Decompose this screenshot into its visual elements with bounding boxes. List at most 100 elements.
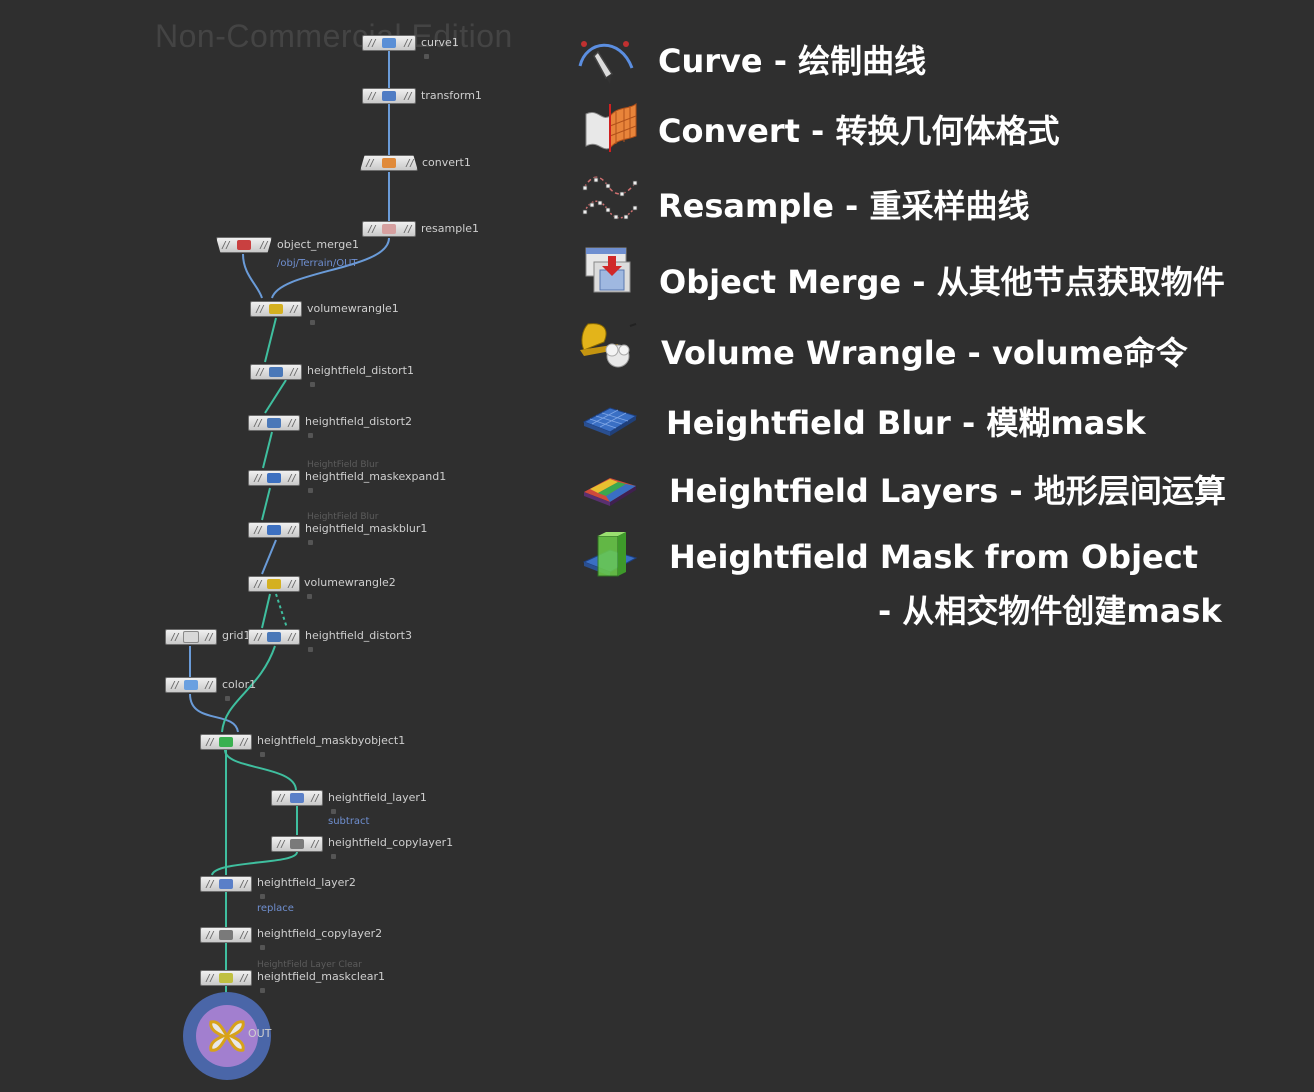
node-convert1[interactable]: // // xyxy=(360,155,418,171)
node-label-grid1: grid1 xyxy=(222,629,251,642)
copylayer-node-icon xyxy=(290,839,304,849)
wire xyxy=(221,645,276,733)
display-flag[interactable]: // xyxy=(309,792,320,804)
wire xyxy=(211,851,298,876)
node-sublabel-maskexpand1: HeightField Blur xyxy=(307,460,379,470)
display-flag[interactable]: // xyxy=(238,878,249,890)
node-curve1[interactable]: // // xyxy=(362,35,416,51)
bypass-flag[interactable]: // xyxy=(253,524,263,536)
color-node-icon xyxy=(184,680,198,690)
heightfield-layers-icon xyxy=(584,478,636,506)
wire xyxy=(261,539,277,575)
node-heightfield-maskblur1[interactable]: // // xyxy=(248,522,300,538)
null-x-icon xyxy=(209,1020,245,1052)
bypass-flag[interactable]: // xyxy=(253,631,263,643)
node-heightfield-layer1[interactable]: // // xyxy=(271,790,323,806)
lock-icon xyxy=(260,752,265,757)
node-heightfield-maskclear1[interactable]: // // xyxy=(200,970,252,986)
node-heightfield-copylayer2[interactable]: // // xyxy=(200,927,252,943)
display-flag[interactable]: // xyxy=(238,736,249,748)
display-flag[interactable]: // xyxy=(203,631,214,643)
bypass-flag[interactable]: // xyxy=(205,929,215,941)
bypass-flag[interactable]: // xyxy=(205,736,215,748)
bypass-flag[interactable]: // xyxy=(253,417,263,429)
node-grid1[interactable]: // // xyxy=(165,629,217,645)
curve-icon xyxy=(578,41,634,84)
node-label-heightfield-copylayer1: heightfield_copylayer1 xyxy=(328,836,454,849)
legend-heightfield-layers: Heightfield Layers - 地形层间运算 xyxy=(669,472,1226,510)
node-heightfield-distort2[interactable]: // // xyxy=(248,415,300,431)
bypass-flag[interactable]: // xyxy=(205,878,215,890)
display-flag[interactable]: // xyxy=(404,157,415,169)
display-flag[interactable]: // xyxy=(238,929,249,941)
display-flag[interactable]: // xyxy=(286,472,297,484)
node-heightfield-distort1[interactable]: // // xyxy=(250,364,302,380)
convert-node-icon xyxy=(382,158,396,168)
lock-icon xyxy=(310,320,315,325)
node-out[interactable] xyxy=(183,992,271,1080)
node-label-heightfield-maskclear1: heightfield_maskclear1 xyxy=(257,970,385,983)
bypass-flag[interactable]: // xyxy=(276,792,286,804)
wire xyxy=(262,431,273,469)
heightfield-blur-node-icon xyxy=(267,525,281,535)
display-flag[interactable]: // xyxy=(258,239,269,251)
node-transform1[interactable]: // // xyxy=(362,88,416,104)
node-label-heightfield-layer1: heightfield_layer1 xyxy=(328,791,427,804)
node-wires xyxy=(189,51,390,1005)
node-volumewrangle1[interactable]: // // xyxy=(250,301,302,317)
wire xyxy=(275,593,288,629)
display-flag[interactable]: // xyxy=(402,37,413,49)
legend-heightfield-mask-object-desc: - 从相交物件创建mask xyxy=(878,592,1222,630)
bypass-flag[interactable]: // xyxy=(170,631,180,643)
node-color1[interactable]: // // xyxy=(165,677,217,693)
bypass-flag[interactable]: // xyxy=(205,972,215,984)
node-label-resample1: resample1 xyxy=(421,222,480,235)
wire xyxy=(224,749,297,791)
resample-node-icon xyxy=(382,224,396,234)
transform-node-icon xyxy=(382,91,396,101)
bypass-flag[interactable]: // xyxy=(253,472,263,484)
bypass-flag[interactable]: // xyxy=(221,239,231,251)
heightfield-blur-icon xyxy=(582,407,638,436)
bypass-flag[interactable]: // xyxy=(276,838,286,850)
display-flag[interactable]: // xyxy=(402,90,413,102)
node-label-volumewrangle1: volumewrangle1 xyxy=(307,302,399,315)
bypass-flag[interactable]: // xyxy=(255,366,265,378)
lock-icon xyxy=(308,433,313,438)
node-volumewrangle2[interactable]: // // xyxy=(248,576,300,592)
heightfield-blur-node-icon xyxy=(267,473,281,483)
node-label-curve1: curve1 xyxy=(421,36,459,49)
display-flag[interactable]: // xyxy=(203,679,214,691)
display-flag[interactable]: // xyxy=(288,366,299,378)
bypass-flag[interactable]: // xyxy=(367,223,377,235)
node-heightfield-maskexpand1[interactable]: // // xyxy=(248,470,300,486)
display-flag[interactable]: // xyxy=(288,303,299,315)
node-heightfield-copylayer1[interactable]: // // xyxy=(271,836,323,852)
bypass-flag[interactable]: // xyxy=(367,90,377,102)
display-flag[interactable]: // xyxy=(402,223,413,235)
node-heightfield-layer2[interactable]: // // xyxy=(200,876,252,892)
bypass-flag[interactable]: // xyxy=(253,578,263,590)
node-label-transform1: transform1 xyxy=(421,89,482,102)
display-flag[interactable]: // xyxy=(309,838,320,850)
maskclear-node-icon xyxy=(219,973,233,983)
node-graph[interactable]: Non-Commercial Edition xyxy=(0,0,560,1092)
bypass-flag[interactable]: // xyxy=(170,679,180,691)
node-resample1[interactable]: // // xyxy=(362,221,416,237)
display-flag[interactable]: // xyxy=(286,417,297,429)
copylayer-node-icon xyxy=(219,930,233,940)
node-heightfield-distort3[interactable]: // // xyxy=(248,629,300,645)
display-flag[interactable]: // xyxy=(286,631,297,643)
node-label-convert1: convert1 xyxy=(422,156,471,169)
lock-icon xyxy=(260,894,265,899)
display-flag[interactable]: // xyxy=(286,524,297,536)
curve-node-icon xyxy=(382,38,396,48)
node-heightfield-maskbyobject1[interactable]: // // xyxy=(200,734,252,750)
node-object-merge1[interactable]: // // xyxy=(216,237,272,253)
bypass-flag[interactable]: // xyxy=(365,157,375,169)
lock-icon xyxy=(331,809,336,814)
bypass-flag[interactable]: // xyxy=(367,37,377,49)
bypass-flag[interactable]: // xyxy=(255,303,265,315)
display-flag[interactable]: // xyxy=(286,578,297,590)
display-flag[interactable]: // xyxy=(238,972,249,984)
